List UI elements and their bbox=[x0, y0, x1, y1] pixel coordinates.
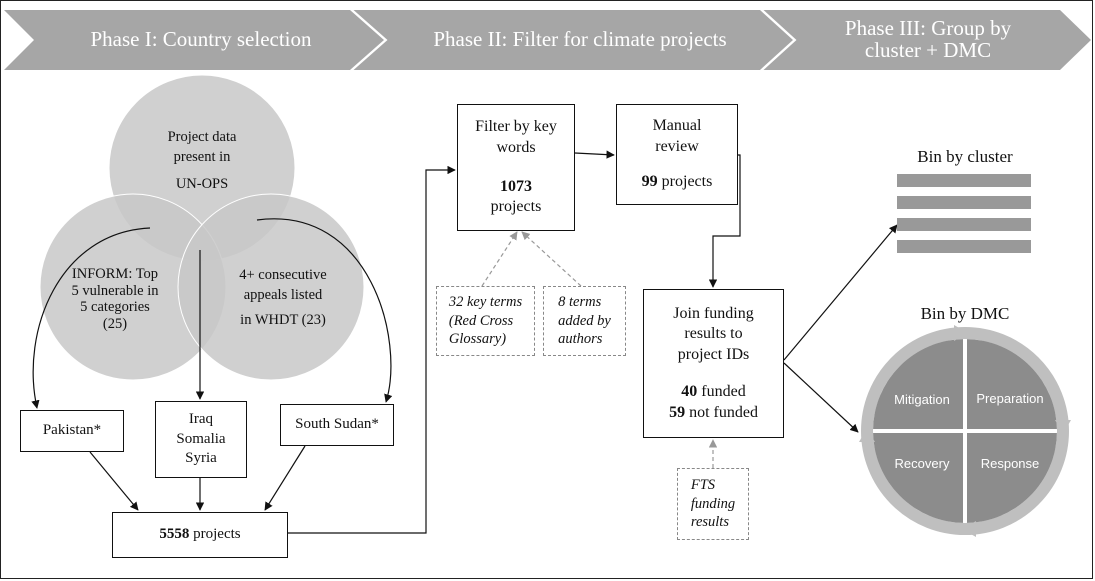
filter-title-line1: Filter by key bbox=[475, 117, 557, 135]
fts-line1: FTS bbox=[690, 476, 716, 493]
total-projects-box: 5558 projects bbox=[112, 512, 288, 558]
join-title-line2: results to bbox=[684, 325, 743, 343]
venn-unops-line2: present in bbox=[173, 149, 231, 166]
venn-whdt-line1: 4+ consecutive bbox=[239, 267, 327, 283]
funded-label: funded bbox=[701, 382, 746, 400]
fts-funding-box: FTS funding results bbox=[677, 468, 749, 540]
phase-3-label-line2: cluster + DMC bbox=[864, 38, 992, 63]
total-projects-unit: projects bbox=[193, 526, 241, 543]
dmc-response-label: Response bbox=[980, 456, 1040, 471]
venn-unops-line1: Project data bbox=[167, 129, 237, 145]
red-cross-line2: (Red Cross bbox=[448, 312, 514, 329]
country-south-sudan-box: South Sudan* bbox=[280, 404, 394, 446]
country-somalia-label: Somalia bbox=[176, 430, 226, 447]
author-terms-line3: authors bbox=[558, 331, 603, 348]
venn-whdt-line3: in WHDT (23) bbox=[240, 311, 326, 328]
filter-title-line2: words bbox=[496, 138, 536, 156]
author-terms-box: 8 terms added by authors bbox=[543, 286, 626, 356]
venn-inform-line2: 5 vulnerable in bbox=[71, 282, 159, 299]
join-funding-box: Join funding results to project IDs 40 f… bbox=[643, 289, 784, 438]
not-funded-label: not funded bbox=[689, 403, 758, 421]
funded-count: 40 bbox=[681, 382, 698, 400]
join-title-line1: Join funding bbox=[673, 304, 754, 322]
venn-whdt-line2: appeals listed bbox=[243, 287, 323, 304]
phase-1-label: Phase I: Country selection bbox=[90, 27, 312, 51]
filter-unit: projects bbox=[490, 198, 542, 216]
filter-count: 1073 bbox=[499, 177, 532, 195]
country-pakistan-label: Pakistan* bbox=[42, 422, 102, 439]
venn-inform-line4: (25) bbox=[102, 316, 128, 333]
dmc-mitigation-label: Mitigation bbox=[894, 392, 950, 407]
fts-line3: results bbox=[690, 514, 729, 531]
author-terms-line2: added by bbox=[558, 312, 611, 329]
red-cross-line1: 32 key terms bbox=[448, 293, 523, 310]
total-projects-count: 5558 bbox=[159, 526, 190, 543]
country-pakistan-box: Pakistan* bbox=[20, 410, 124, 452]
phase-2-banner bbox=[352, 10, 793, 70]
dmc-preparation-label: Preparation bbox=[976, 391, 1044, 406]
join-title-line3: project IDs bbox=[677, 346, 750, 364]
country-south-sudan-label: South Sudan* bbox=[295, 416, 379, 433]
manual-title-line1: Manual bbox=[652, 117, 702, 135]
red-cross-terms-box: 32 key terms (Red Cross Glossary) bbox=[436, 286, 535, 356]
venn-unops-line3: UN-OPS bbox=[175, 175, 229, 192]
manual-unit: projects bbox=[661, 172, 713, 190]
manual-review-box: Manual review 99 projects bbox=[616, 104, 738, 205]
country-group-box: Iraq Somalia Syria bbox=[155, 401, 247, 478]
manual-count: 99 bbox=[641, 172, 658, 190]
red-cross-line3: Glossary) bbox=[448, 331, 507, 348]
country-syria-label: Syria bbox=[185, 450, 217, 467]
venn-whdt-label: 4+ consecutive appeals listed in WHDT (2… bbox=[218, 265, 348, 330]
dmc-cycle bbox=[859, 325, 1071, 537]
phase-3-label-line1: Phase III: Group by bbox=[844, 16, 1012, 40]
filter-keywords-box: Filter by key words 1073 projects bbox=[457, 104, 575, 231]
dmc-recovery-label: Recovery bbox=[894, 456, 950, 471]
phase-2-label: Phase II: Filter for climate projects bbox=[433, 27, 727, 51]
venn-unops-label: Project data present in UN-OPS bbox=[137, 127, 267, 194]
venn-inform-line3: 5 categories bbox=[80, 299, 150, 316]
fts-line2: funding bbox=[690, 495, 736, 512]
author-terms-line1: 8 terms bbox=[558, 293, 602, 310]
venn-inform-line1: INFORM: Top bbox=[71, 266, 159, 282]
phase-1-banner bbox=[4, 10, 384, 70]
bin-dmc-title: Bin by DMC bbox=[920, 304, 1010, 323]
not-funded-count: 59 bbox=[669, 403, 686, 421]
phase-3-banner bbox=[762, 10, 1091, 70]
country-iraq-label: Iraq bbox=[188, 411, 214, 428]
cluster-bars bbox=[897, 174, 1031, 253]
bin-cluster-title: Bin by cluster bbox=[917, 147, 1013, 166]
venn-diagram bbox=[39, 74, 365, 381]
manual-title-line2: review bbox=[655, 138, 699, 156]
venn-inform-label: INFORM: Top 5 vulnerable in 5 categories… bbox=[50, 266, 180, 333]
phase-3-label: Phase III: Group by cluster + DMC bbox=[798, 17, 1058, 61]
